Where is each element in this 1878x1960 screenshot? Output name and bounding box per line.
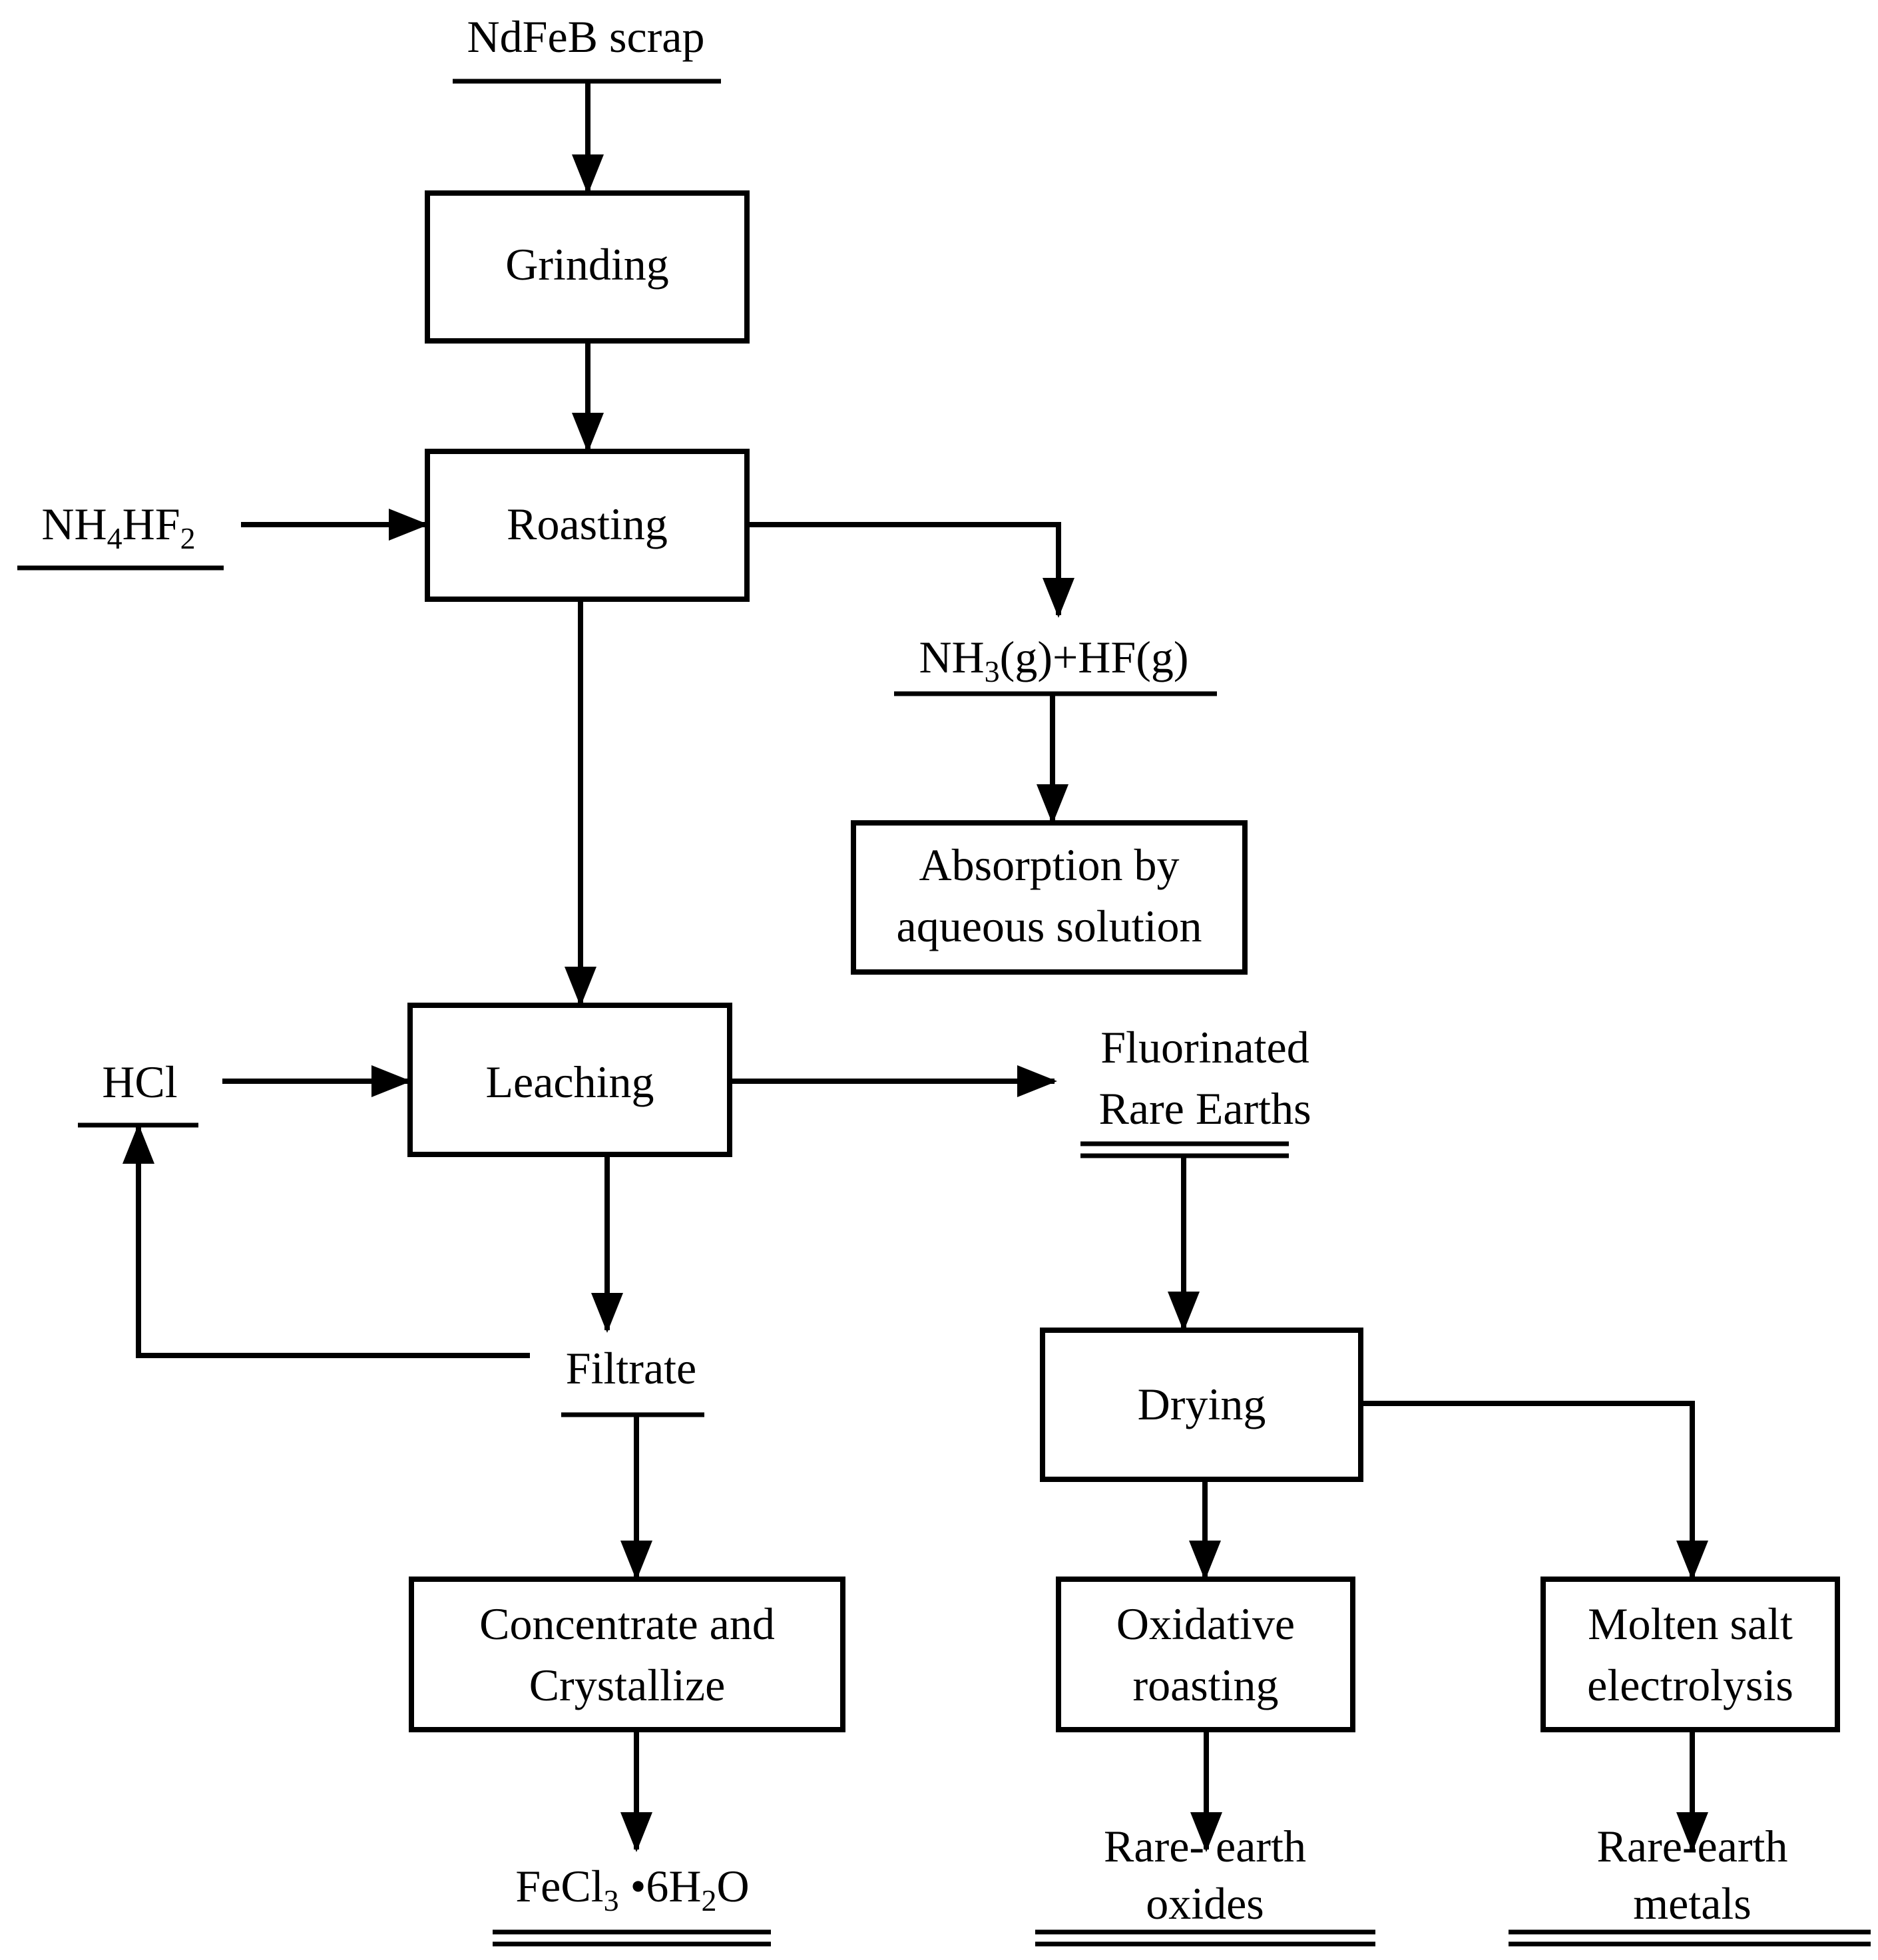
leaching-box	[407, 1003, 732, 1157]
roasting-label: Roasting	[507, 499, 668, 549]
fluorinated-label-line1: Fluorinated	[1100, 1022, 1309, 1073]
hcl-label: HCl	[102, 1057, 177, 1107]
gas-label: NH3(g)+HF(g)	[919, 632, 1188, 688]
absorption-label-line2: aqueous solution	[897, 901, 1202, 951]
fecl3-label: FeCl3 •6H2O	[515, 1861, 749, 1917]
filtrate-label: Filtrate	[566, 1343, 696, 1393]
molten-box	[1540, 1577, 1840, 1732]
molten-label-line2: electrolysis	[1587, 1660, 1793, 1710]
grinding-box	[425, 190, 750, 344]
drying-box	[1040, 1328, 1363, 1482]
ndfeb-scrap-label: NdFeB scrap	[467, 11, 705, 62]
concentrate-label-line1: Concentrate and	[479, 1598, 775, 1649]
concentrate-box	[409, 1577, 845, 1732]
oxidative-label-line1: Oxidative	[1116, 1598, 1295, 1649]
concentrate-label-line2: Crystallize	[529, 1660, 726, 1710]
nh4hf2-label: NH4HF2	[41, 499, 195, 555]
arrow-drying-to-molten	[1361, 1401, 1708, 1581]
absorption-label-line1: Absorption by	[919, 840, 1180, 890]
re-oxides-label-line1: Rare- earth	[1104, 1821, 1306, 1871]
oxidative-box	[1056, 1577, 1355, 1732]
fluorinated-label-line2: Rare Earths	[1098, 1083, 1311, 1134]
re-metals-label-line2: metals	[1633, 1878, 1752, 1929]
grinding-label: Grinding	[505, 239, 669, 290]
arrow-roasting-to-gas	[747, 522, 1074, 618]
re-oxides-label-line2: oxides	[1146, 1878, 1264, 1929]
oxidative-label-line2: roasting	[1132, 1660, 1278, 1710]
roasting-box	[425, 449, 750, 602]
re-metals-label-line1: Rare-earth	[1597, 1821, 1788, 1871]
arrow-filtrate-recycle-to-hcl	[122, 1124, 530, 1358]
absorption-box	[851, 820, 1248, 975]
molten-label-line1: Molten salt	[1588, 1598, 1793, 1649]
drying-label: Drying	[1138, 1379, 1266, 1429]
leaching-label: Leaching	[486, 1057, 654, 1107]
